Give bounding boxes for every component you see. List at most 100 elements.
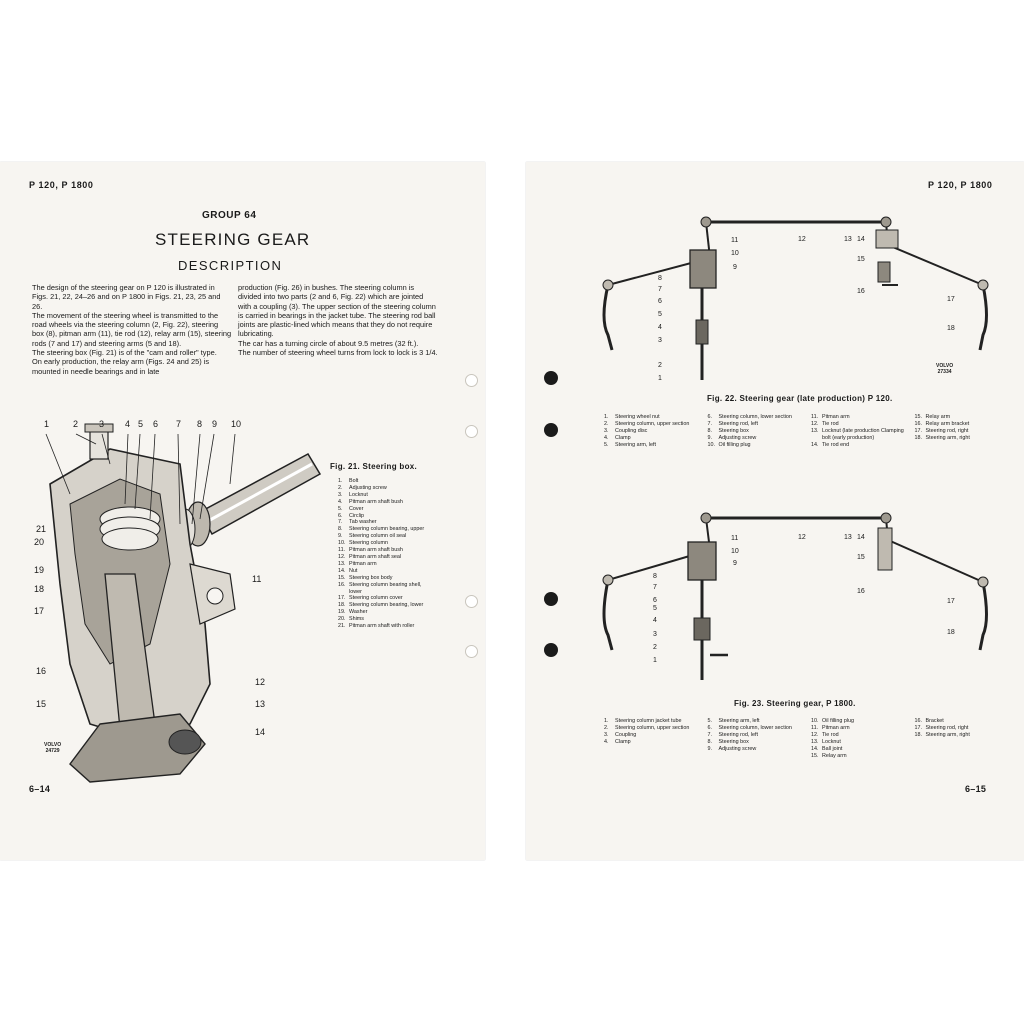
fig21-callout-11: 11: [252, 574, 262, 584]
fig23-legend-item: 12.Tie rod: [811, 732, 911, 739]
punch-hole: [544, 643, 558, 657]
legend-text: Steering wheel nut: [615, 414, 660, 420]
fig23-callout-9: 9: [733, 560, 737, 567]
legend-text: Pitman arm shaft seal: [349, 553, 402, 560]
legend-text: Relay arm: [822, 753, 847, 759]
fig22-callout-9: 9: [733, 264, 737, 271]
legend-number: 15.: [811, 753, 819, 759]
fig23-legend-item: 7.Steering rod, left: [708, 732, 808, 739]
fig23-legend-item: 10.Oil filling plug: [811, 718, 911, 725]
fig21-caption: Fig. 21. Steering box.: [330, 462, 418, 471]
legend-text: Relay arm: [925, 414, 951, 420]
legend-number: 14.: [811, 746, 819, 752]
fig21-callout-14: 14: [255, 727, 266, 737]
legend-text: Steering rod, left: [718, 732, 759, 738]
fig21-legend-item: 19.Washer: [338, 609, 430, 616]
legend-text: Relay arm bracket: [925, 421, 970, 427]
fig23-legend-item: 18.Steering arm, right: [915, 732, 1015, 739]
legend-text: Pitman arm shaft bush: [349, 498, 403, 505]
fig23-illustration: [602, 512, 989, 680]
fig21-legend-item: 11.Pitman arm shaft bush: [338, 547, 430, 554]
fig21-callout-21: 21: [36, 524, 47, 534]
fig23-legend-item: 8. Steering box: [708, 739, 808, 746]
legend-number: 9.: [707, 746, 713, 752]
legend-text: Steering box body: [349, 574, 393, 581]
body-text-col2: production (Fig. 26) in bushes. The stee…: [238, 283, 438, 358]
fig21-legend-item: 1.Bolt: [338, 478, 430, 485]
legend-number: 3.: [604, 732, 609, 738]
fig22-callout-7: 7: [658, 286, 662, 293]
fig21-callout-10: 10: [231, 419, 242, 429]
fig23-legend-item: 1.Steering column jacket tube: [604, 718, 704, 725]
fig23-legend-item: 3. Coupling: [604, 732, 704, 739]
fig22-callout-2: 2: [658, 362, 662, 369]
fig23-callout-3: 3: [653, 631, 657, 638]
legend-number: 14.: [811, 442, 819, 448]
legend-text: Locknut: [349, 491, 368, 498]
fig22-callout-18: 18: [947, 325, 955, 332]
fig22-callout-13: 13: [844, 236, 852, 243]
page-title: STEERING GEAR: [155, 230, 311, 249]
fig22-illustration: [602, 216, 989, 380]
body-column-1: The design of the steering gear on P 120…: [32, 283, 232, 376]
fig22-legend-item: 17.Steering rod, right: [915, 428, 1015, 435]
fig21-legend-item: 18.Steering column bearing, lower: [338, 602, 430, 609]
legend-number: 8.: [338, 526, 343, 533]
punch-hole: [544, 371, 558, 385]
legend-number: 7.: [338, 519, 343, 526]
legend-text: Steering column oil seal: [349, 533, 407, 540]
fig21-legend-item: 15.Steering box body: [338, 575, 430, 582]
legend-text: Pitman arm shaft bush: [349, 547, 403, 554]
legend-text: Tab washer: [349, 519, 377, 526]
fig23-legend-item: 16.Bracket: [915, 718, 1015, 725]
fig21-callout-17: 17: [34, 606, 45, 616]
fig23-legend-item: 6.Steering column, lower section: [708, 725, 808, 732]
legend-text: Locknut (late production Clamping bolt (…: [822, 428, 904, 441]
group-label: GROUP 64: [202, 210, 257, 221]
fig22-legend-item: 7.Steering rod, left: [708, 421, 808, 428]
fig21-legend-item: 21.Pitman arm shaft with roller: [338, 623, 430, 630]
punch-hole: [544, 423, 558, 437]
fig22-legend-item: 4.Clamp: [604, 435, 704, 442]
legend-text: Steering rod, right: [925, 725, 969, 731]
legend-number: 13.: [811, 739, 819, 745]
legend-text: Bolt: [349, 478, 359, 484]
fig23-legend-item: 11.Pitman arm: [811, 725, 911, 732]
fig21-legend-item: 7. Tab washer: [338, 519, 430, 526]
fig23-legend-item: 14.Ball joint: [811, 746, 911, 753]
legend-number: 19.: [338, 609, 346, 616]
legend-text: Tie rod end: [822, 442, 850, 448]
fig21-callout-2: 2: [73, 419, 79, 429]
legend-number: 15.: [338, 574, 346, 581]
legend-number: 12.: [811, 732, 819, 738]
legend-number: 8.: [707, 739, 713, 745]
legend-text: Pitman arm: [822, 414, 850, 420]
fig21-legend-item: 9.Steering column oil seal: [338, 533, 430, 540]
legend-text: Washer: [349, 609, 368, 616]
fig23-legend-item: 9.Adjusting screw: [708, 746, 808, 753]
legend-number: 16.: [338, 581, 346, 588]
legend-number: 16.: [914, 421, 923, 427]
fig21-legend-item: 10.Steering column: [338, 540, 430, 547]
fig21-callout-8: 8: [197, 419, 203, 429]
fig21-legend-item: 6.Circlip: [338, 513, 430, 520]
fig23-legend-item: 5.Steering arm, left: [708, 718, 808, 725]
legend-number: 2.: [604, 725, 609, 731]
fig21-callout-20: 20: [34, 537, 45, 547]
fig21-callout-6: 6: [153, 419, 159, 429]
legend-number: 18.: [338, 602, 346, 609]
right-page: P 120, P 1800 11 10 9 8 7 6 5 4 3 2 1 12: [526, 162, 1024, 860]
legend-text: Clamp: [615, 435, 631, 441]
fig22-callout-6: 6: [658, 298, 662, 305]
legend-text: Steering arm, right: [925, 732, 970, 738]
fig22-callout-11: 11: [731, 237, 739, 244]
legend-number: 4.: [604, 739, 609, 745]
legend-text: Nut: [349, 567, 358, 574]
legend-text: Coupling: [615, 732, 637, 738]
fig23-callout-17: 17: [947, 598, 955, 605]
legend-text: Steering box: [718, 739, 749, 745]
legend-text: Shims: [349, 616, 364, 623]
